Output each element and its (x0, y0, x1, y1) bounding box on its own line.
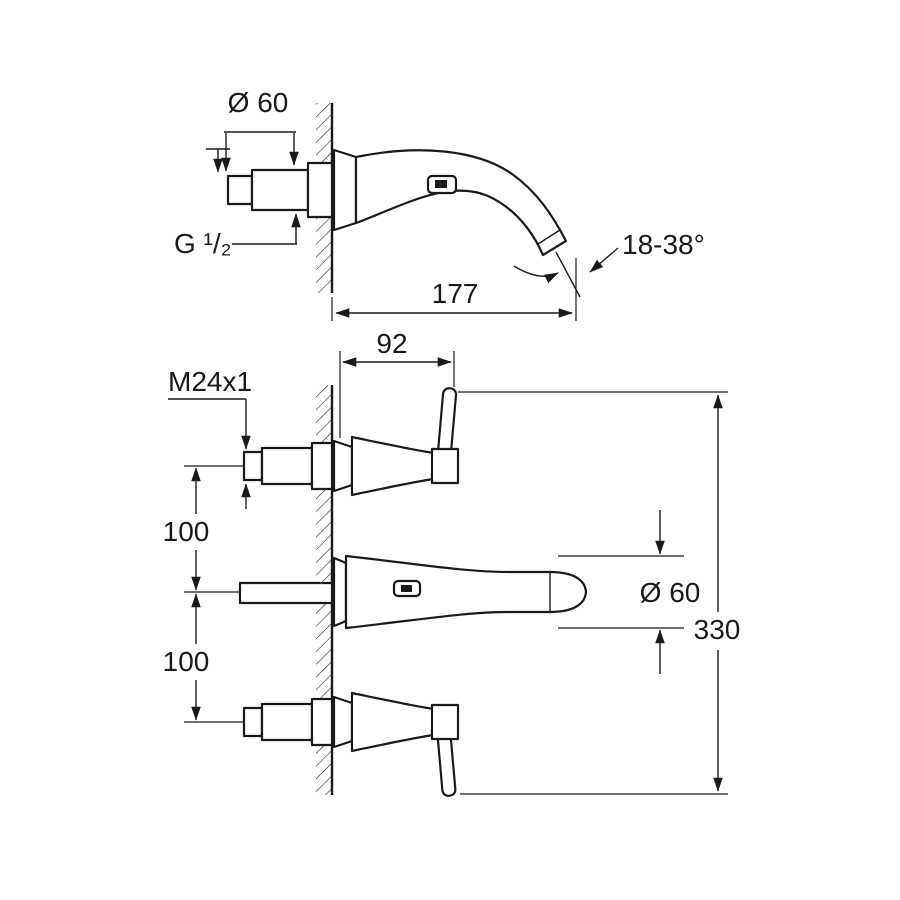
top-valve-flange (310, 441, 334, 491)
spout-body (354, 149, 568, 257)
spout-escutcheon-plan (332, 556, 348, 628)
dim-spray-angle: 18-38° (589, 229, 705, 273)
top-handle-cone (350, 435, 436, 497)
bottom-valve-tailpiece (242, 706, 264, 738)
dim-label-overall-span: 330 (694, 614, 741, 645)
dim-valve-thread: M24x1 (168, 366, 252, 509)
dim-spout-diameter: Ø 60 (558, 510, 700, 674)
plan-view: 92 M24x1 100 100 Ø 60 (158, 328, 750, 797)
spout-supply-pipe (238, 581, 334, 605)
spout-body-plan (344, 554, 588, 630)
dim-escutcheon-diameter: Ø 60 (221, 87, 299, 172)
spout-flange (306, 161, 334, 219)
dim-label-spray-angle: 18-38° (622, 229, 705, 260)
dim-label-handle-projection: 92 (376, 328, 407, 359)
side-view: Ø 60 G ¹/₂ 18-38° 177 (174, 87, 705, 321)
spout-plan (238, 554, 588, 630)
dim-label-valve-thread: M24x1 (168, 366, 252, 397)
dim-overall-span: 330 (458, 391, 750, 795)
top-handle-escutcheon (332, 439, 354, 493)
dim-label-spout-reach: 177 (432, 278, 479, 309)
dim-spacing-lower: 100 (158, 593, 218, 721)
spout-escutcheon (332, 148, 358, 232)
dim-label-spacing-lower: 100 (163, 646, 210, 677)
spout-logo-mark-plan (401, 585, 412, 592)
swivel-arrow (513, 265, 559, 284)
dim-label-spout-diameter: Ø 60 (640, 577, 701, 608)
dim-label-escutcheon-diameter: Ø 60 (228, 87, 289, 118)
aerator-line (537, 229, 561, 245)
spout-threaded-pipe (250, 168, 310, 212)
dim-spout-reach: 177 (331, 258, 577, 321)
dim-handle-projection: 92 (339, 328, 455, 438)
dim-label-spacing-upper: 100 (163, 516, 210, 547)
spout-tailpiece (226, 174, 254, 206)
bottom-handle-hub (430, 703, 460, 741)
spout-logo-mark (435, 180, 447, 188)
bottom-handle-escutcheon (332, 695, 354, 749)
bottom-valve-body (260, 702, 314, 742)
bottom-valve-flange (310, 697, 334, 747)
top-handle (242, 387, 460, 497)
bottom-handle-cone (350, 691, 436, 753)
top-handle-hub (430, 447, 460, 485)
dim-thread: G ¹/₂ (174, 148, 301, 259)
bottom-handle (242, 691, 460, 797)
dim-label-thread: G ¹/₂ (174, 228, 232, 259)
dim-spacing-upper: 100 (158, 467, 218, 591)
top-valve-body (260, 446, 314, 486)
top-handle-lever (437, 387, 458, 456)
top-valve-tailpiece (242, 450, 264, 482)
